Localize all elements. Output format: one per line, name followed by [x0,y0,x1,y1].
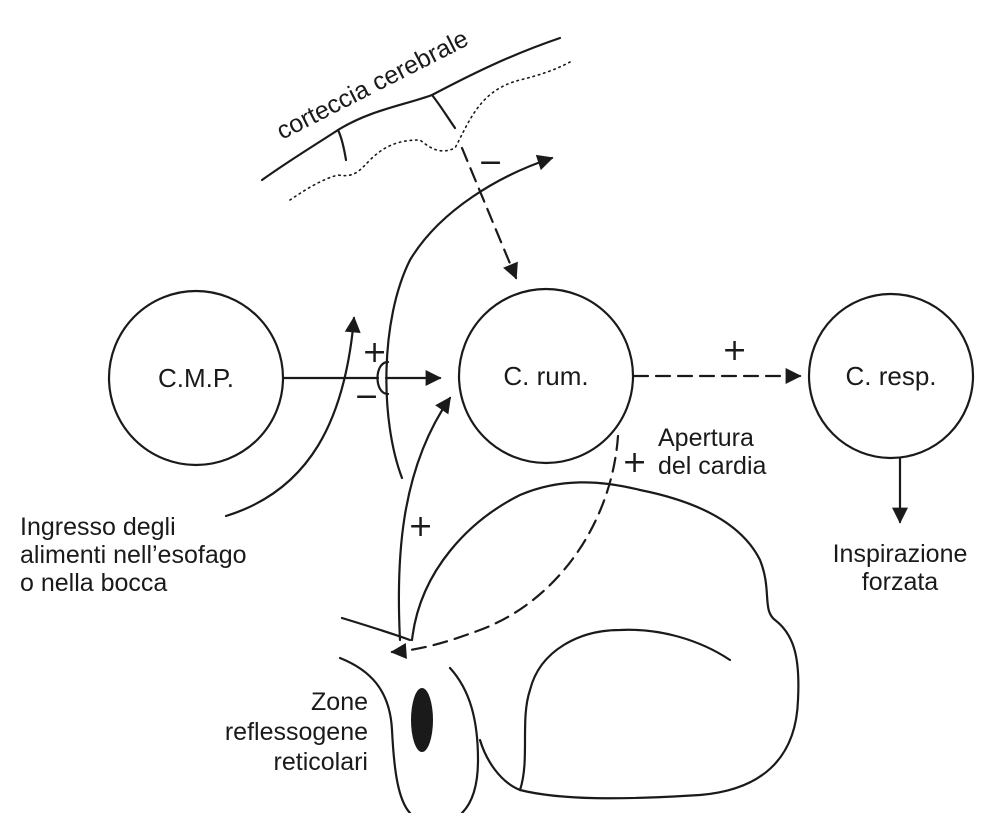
reticular-plus-sign: + [408,509,433,544]
node-cresp: C. resp. [809,294,973,458]
brainstem-right-edge [450,668,478,813]
cerebral-cortex: corteccia cerebrale [262,25,570,200]
cortex-outline-left [262,130,346,180]
cmp-plus-sign: + [362,335,387,370]
ingress-line-2: alimenti nell’esofago [20,541,247,569]
inspiration-line-2: forzata [862,568,939,596]
zones-line-1: Zone [311,688,368,716]
cortex-minus-sign: − [478,145,503,180]
node-crum-label: C. rum. [503,361,588,391]
node-cmp-label: C.M.P. [158,363,234,393]
cardia-line-1b: del cardia [658,452,766,480]
cmp-minus-sign: − [354,379,379,414]
rum-to-resp-plus-sign: + [722,333,747,368]
node-cresp-label: C. resp. [845,361,936,391]
node-crum: C. rum. [459,289,633,463]
ascending-arrow-to-cortex [386,158,552,478]
node-cmp: C.M.P. [109,291,283,465]
cortex-label: corteccia cerebrale [272,25,473,146]
inspiration-line-1: Inspirazione [833,540,968,568]
food-ingress-arrow [226,318,354,516]
zones-line-2: reflessogene [225,718,368,746]
zones-line-3: reticolari [274,748,368,776]
cerebellum-inner-fold [520,630,730,790]
cmp-to-rum-pathway: + − [284,335,440,414]
ingress-line-1: Ingresso degli [20,513,176,541]
reticular-nucleus-shape [411,688,433,752]
cardia-line-1: Apertura [658,424,754,452]
cardia-plus-sign: + [622,445,647,480]
ingress-line-3: o nella bocca [20,569,167,597]
cardia-to-reticular-arrow [392,436,618,652]
cerebellum-outline [412,482,798,798]
cortex-inner-dotted [290,62,570,200]
